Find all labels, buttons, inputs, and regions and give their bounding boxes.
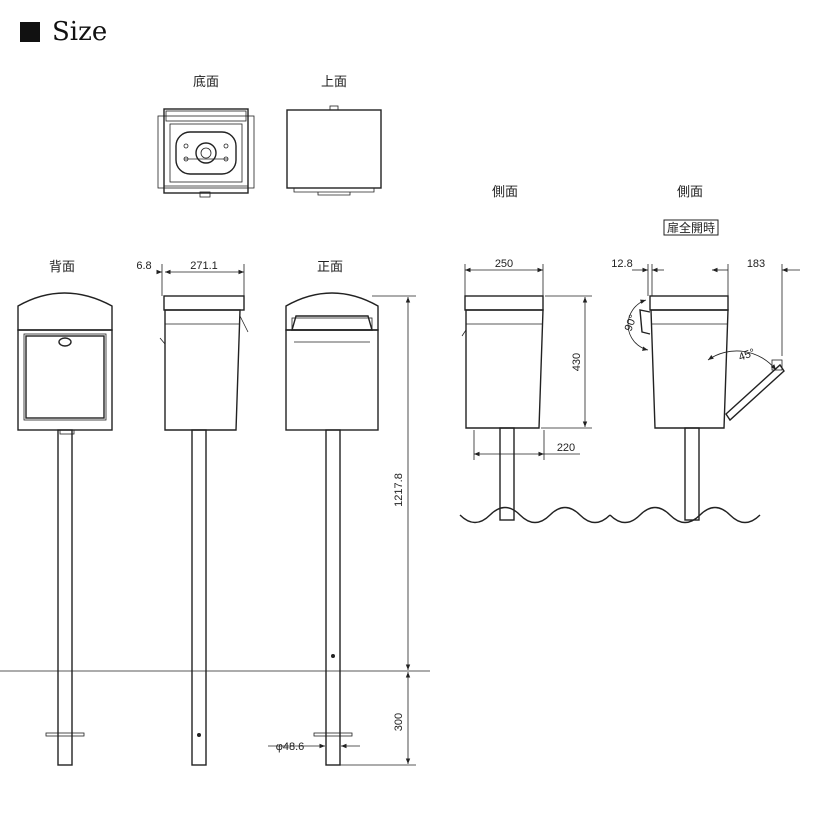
dimension-45-degrees: 45° (737, 347, 757, 364)
door-open-label-box (663, 219, 719, 236)
dimension-220: 220 (557, 442, 575, 454)
dimension-12-8: 12.8 (611, 258, 632, 270)
label-front-view: 正面 (317, 260, 343, 275)
title-text: Size (52, 17, 108, 47)
dimension-250: 250 (495, 258, 513, 270)
label-side-view-2: 側面 (677, 185, 703, 200)
front-view-drawing (285, 292, 379, 766)
side-view-1-drawing (459, 295, 611, 524)
label-bottom-view: 底面 (193, 74, 219, 90)
label-back-view: 背面 (49, 260, 75, 275)
dimension-183: 183 (747, 258, 765, 270)
label-top-view: 上面 (321, 75, 347, 90)
ground-wave-1 (459, 506, 611, 524)
top-view-drawing (286, 105, 382, 196)
dimension-300: 300 (393, 713, 405, 731)
side-view-left-drawing (159, 295, 249, 766)
dimension-1217-8: 1217.8 (393, 473, 405, 507)
section-title: Size (20, 14, 107, 50)
back-view-drawing (17, 292, 113, 766)
dimension-271-1: 271.1 (190, 260, 218, 272)
label-door-open: 扉全開時 (667, 220, 715, 235)
side-view-2-drawing (609, 295, 785, 524)
label-side-view-1: 側面 (492, 185, 518, 200)
square-bullet-icon (20, 22, 40, 42)
bottom-view-drawing (157, 108, 255, 198)
dimension-48-6: φ48.6 (276, 741, 305, 753)
dimension-90-degrees: 90° (623, 313, 640, 333)
ground-wave-2 (609, 506, 761, 524)
dimension-6-8: 6.8 (136, 260, 151, 272)
dimension-430: 430 (571, 353, 583, 371)
